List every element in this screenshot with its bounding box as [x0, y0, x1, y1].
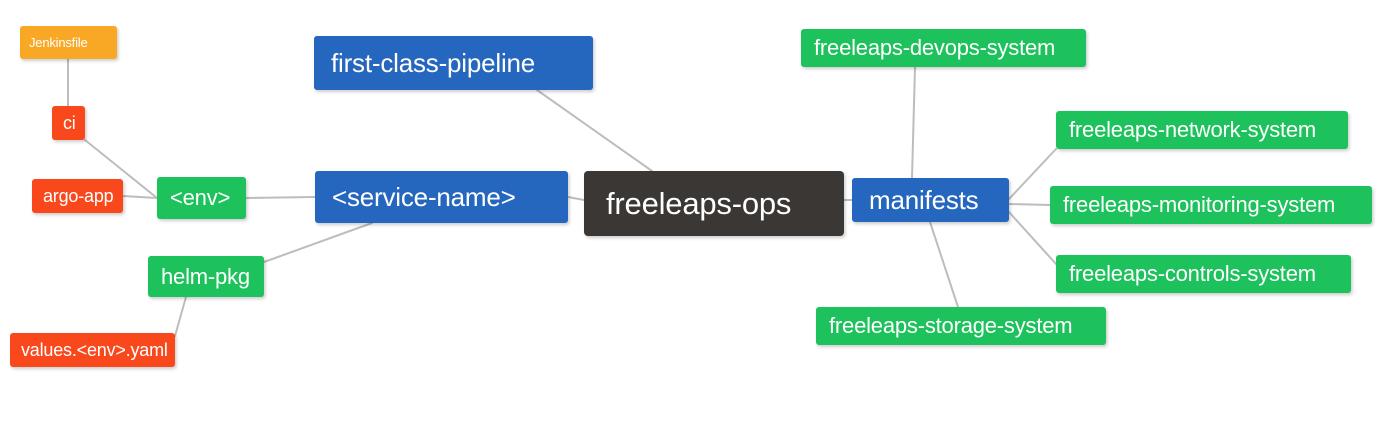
mindmap-node-label: freeleaps-storage-system: [829, 313, 1073, 338]
edge-manifests-to-freeleaps-monitoring-system: [1008, 203, 1051, 206]
mindmap-node-service-name[interactable]: <service-name>: [315, 171, 568, 223]
mindmap-node-label: values.<env>.yaml: [21, 340, 168, 360]
mindmap-node-label: <service-name>: [332, 182, 516, 212]
mindmap-node-label: freeleaps-monitoring-system: [1063, 192, 1336, 217]
mindmap-node-env[interactable]: <env>: [157, 177, 246, 219]
edge-manifests-to-freeleaps-devops-system: [911, 66, 916, 179]
mindmap-node-argo-app[interactable]: argo-app: [32, 179, 123, 213]
mindmap-node-label: helm-pkg: [161, 263, 250, 289]
edge-env-to-service-name: [245, 196, 316, 199]
edge-helm-pkg-to-service-name: [263, 222, 373, 263]
mindmap-node-label: ci: [63, 113, 76, 133]
mindmap-node-label: freeleaps-controls-system: [1069, 261, 1316, 286]
mindmap-node-freeleaps-monitoring-system[interactable]: freeleaps-monitoring-system: [1050, 186, 1372, 224]
mindmap-node-label: argo-app: [43, 186, 114, 206]
mindmap-node-label: Jenkinsfile: [29, 35, 88, 50]
mindmap-node-label: freeleaps-network-system: [1069, 117, 1317, 142]
mindmap-node-first-class-pipeline[interactable]: first-class-pipeline: [314, 36, 593, 90]
mindmap-node-label: freeleaps-devops-system: [814, 35, 1056, 60]
edge-argo-app-to-env: [122, 195, 158, 199]
mindmap-node-ci[interactable]: ci: [52, 106, 85, 140]
edge-manifests-to-freeleaps-storage-system: [929, 221, 959, 308]
edge-values-env-yaml-to-helm-pkg: [174, 296, 187, 337]
mindmap-node-label: manifests: [869, 185, 979, 215]
mindmap-node-values-env-yaml[interactable]: values.<env>.yaml: [10, 333, 175, 367]
edge-manifests-to-freeleaps-controls-system: [1008, 211, 1057, 265]
mindmap-node-freeleaps-network-system[interactable]: freeleaps-network-system: [1056, 111, 1348, 149]
mindmap-node-freeleaps-ops[interactable]: freeleaps-ops: [584, 171, 844, 236]
edge-first-class-pipeline-to-freeleaps-ops: [536, 89, 653, 172]
mindmap-node-helm-pkg[interactable]: helm-pkg: [148, 256, 264, 297]
edge-manifests-to-freeleaps-network-system: [1008, 148, 1057, 200]
mindmap-node-label: first-class-pipeline: [331, 48, 536, 78]
mindmap-node-freeleaps-devops-system[interactable]: freeleaps-devops-system: [801, 29, 1086, 67]
mindmap-node-jenkinsfile[interactable]: Jenkinsfile: [20, 26, 117, 59]
mindmap-node-manifests[interactable]: manifests: [852, 178, 1009, 222]
edge-service-name-to-freeleaps-ops: [567, 196, 585, 201]
mindmap-node-freeleaps-storage-system[interactable]: freeleaps-storage-system: [816, 307, 1106, 345]
mindmap-node-freeleaps-controls-system[interactable]: freeleaps-controls-system: [1056, 255, 1351, 293]
mindmap-node-label: freeleaps-ops: [606, 186, 792, 221]
mindmap-node-label: <env>: [170, 185, 231, 210]
